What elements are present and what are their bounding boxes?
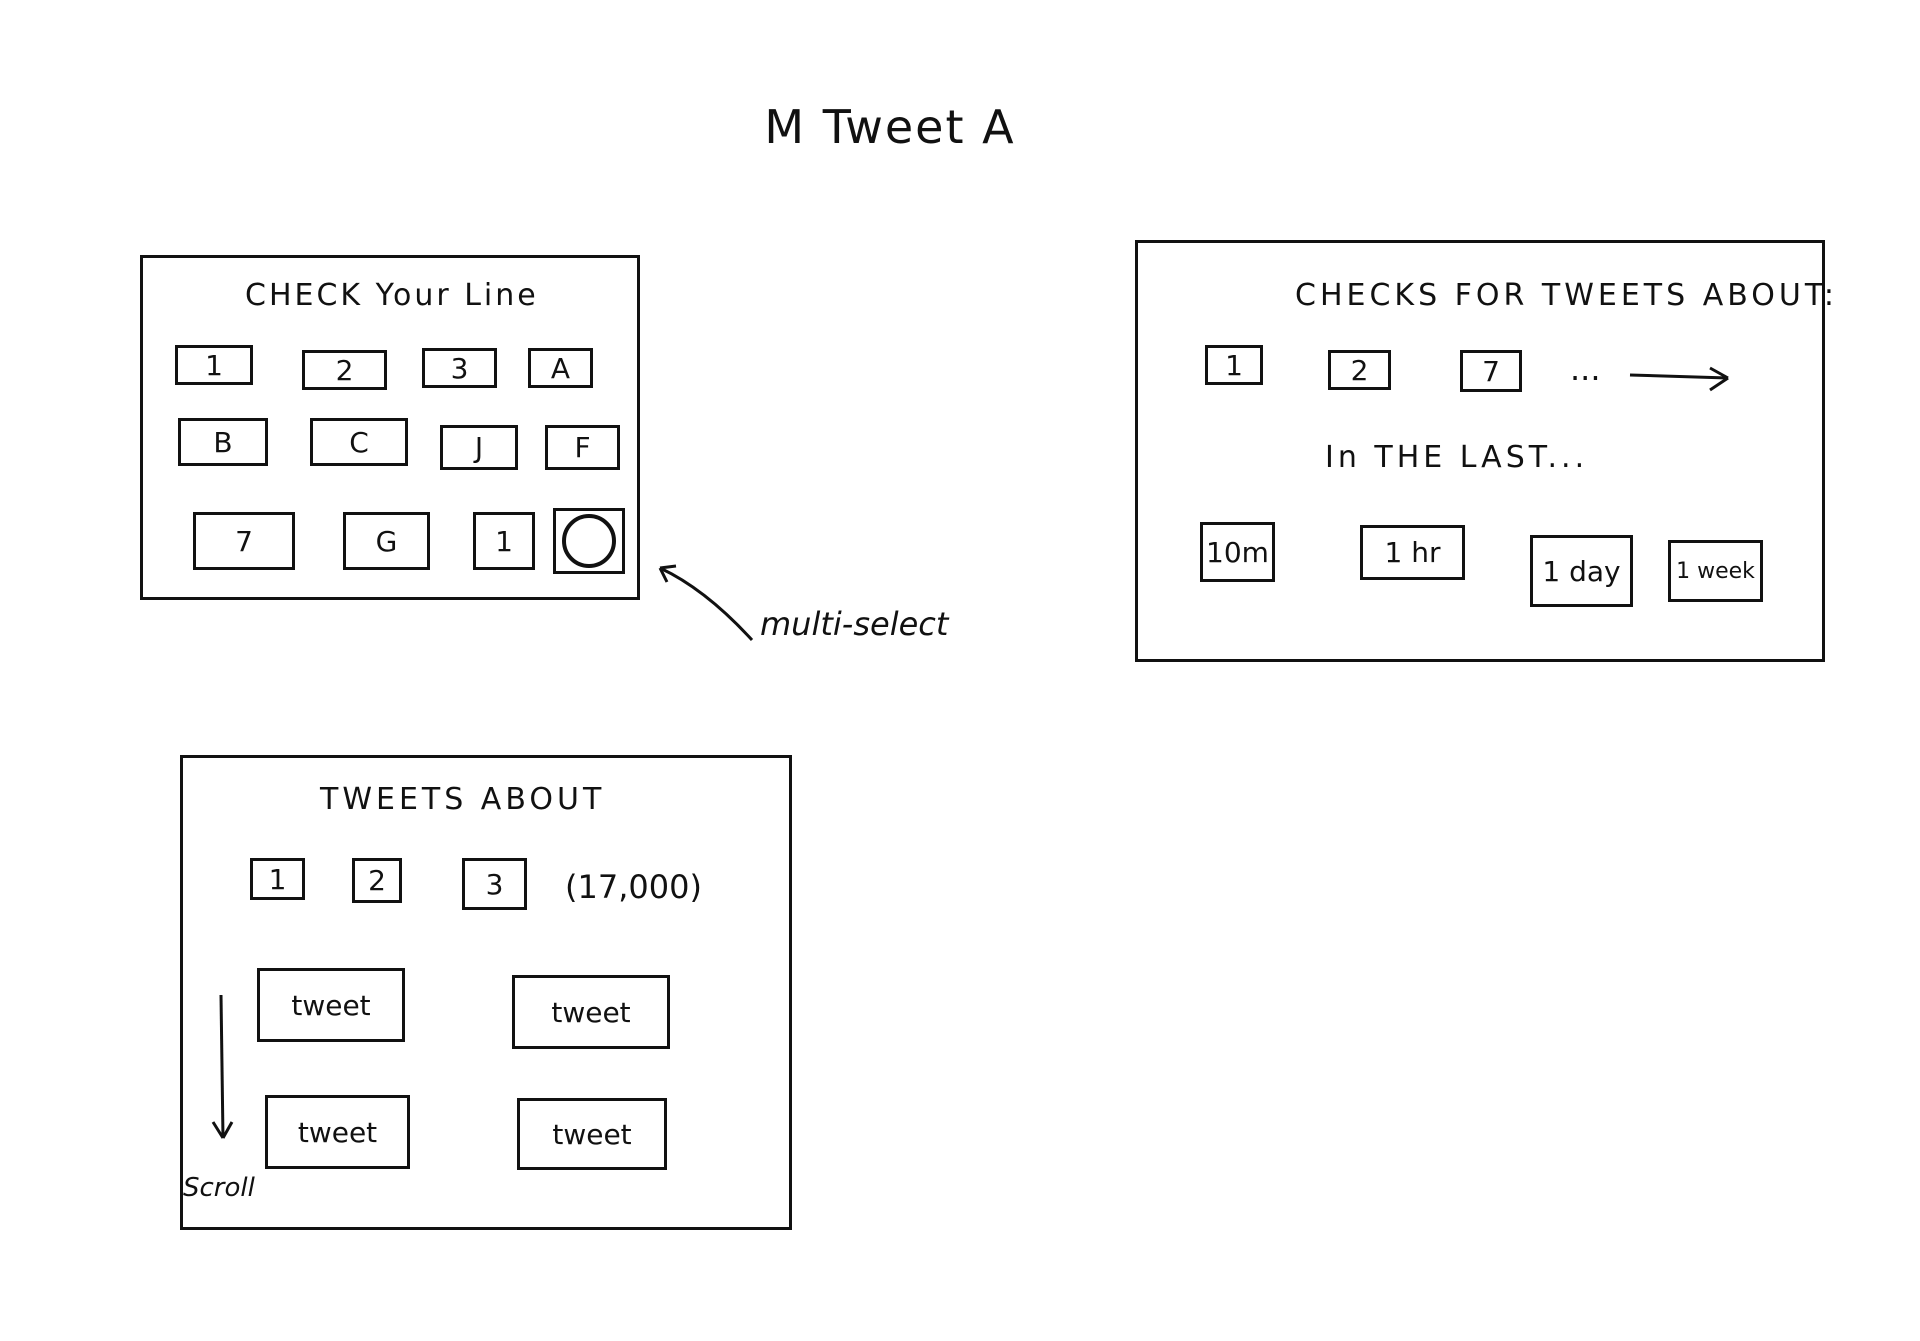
multi-select-arrow <box>659 566 754 642</box>
multi-select-arrowhead <box>658 564 677 583</box>
more-arrowhead <box>1709 366 1729 392</box>
scroll-arrowhead <box>211 1121 234 1139</box>
checks-panel-heading: CHECKS FOR TWEETS ABOUT: <box>1295 278 1838 313</box>
select-button-circle[interactable] <box>553 508 625 574</box>
checks-time-heading: In THE LAST... <box>1325 440 1589 475</box>
select-button-c[interactable]: C <box>310 418 408 466</box>
multi-select-annotation: multi-select <box>760 605 949 643</box>
scroll-label: Scroll <box>183 1173 255 1203</box>
tweets-count: (17,000) <box>565 868 702 906</box>
page-title: M Tweet A <box>764 100 1016 154</box>
select-panel <box>140 255 640 600</box>
circle-icon <box>562 514 616 568</box>
scroll-arrow <box>219 994 225 1139</box>
tweets-panel-heading: TWEETS ABOUT <box>320 782 606 817</box>
checks-panel <box>1135 240 1825 662</box>
select-panel-heading: CHECK Your Line <box>245 278 539 313</box>
more-arrow <box>1629 373 1729 380</box>
checks-more-ellipsis: ... <box>1570 350 1601 388</box>
tweets-panel <box>180 755 792 1230</box>
